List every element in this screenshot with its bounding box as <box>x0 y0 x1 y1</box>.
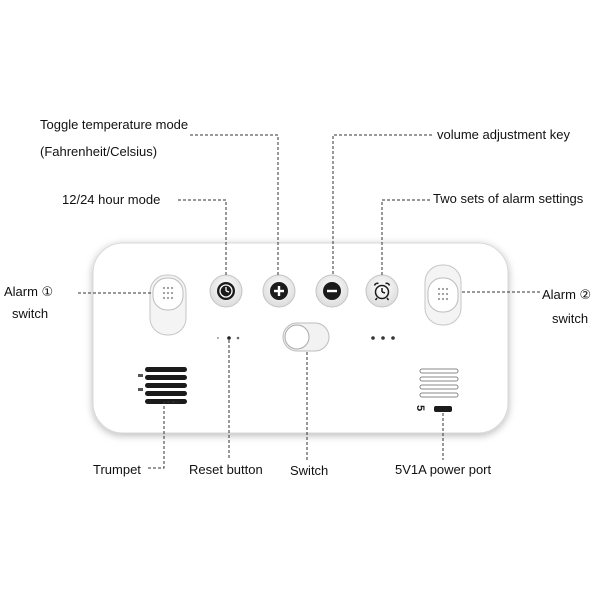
minus-icon <box>323 282 341 300</box>
indicator-dots <box>371 336 395 340</box>
minus-button[interactable] <box>315 274 349 308</box>
clock-icon <box>217 282 235 300</box>
power-port: 5 <box>414 405 452 412</box>
reset-button[interactable] <box>217 336 240 340</box>
label-reset-button: Reset button <box>189 462 263 477</box>
label-alarm2-line1: Alarm ② <box>542 287 592 302</box>
plus-icon <box>270 282 288 300</box>
alarm2-slide-switch[interactable] <box>424 264 462 326</box>
vent-grille <box>419 368 459 398</box>
hour-mode-button[interactable] <box>209 274 243 308</box>
label-switch: Switch <box>290 463 329 478</box>
label-two-alarm-sets: Two sets of alarm settings <box>433 191 584 206</box>
label-power-port: 5V1A power port <box>395 462 492 477</box>
speaker-grille <box>138 367 187 404</box>
leader-hour-mode <box>178 199 227 276</box>
label-trumpet: Trumpet <box>93 462 141 477</box>
alarm-settings-button[interactable] <box>365 274 399 308</box>
label-alarm1-line2: switch <box>12 306 49 321</box>
label-toggle-temp-line2: (Fahrenheit/Celsius) <box>40 144 158 159</box>
leader-trumpet <box>148 401 178 469</box>
alarm-clock-icon <box>373 282 391 301</box>
leader-toggle-temp <box>190 134 279 276</box>
alarm1-slide-switch[interactable] <box>149 274 187 336</box>
label-alarm1-line1: Alarm ① <box>4 284 54 299</box>
label-toggle-temp-line1: Toggle temperature mode <box>40 117 189 132</box>
label-alarm2-line2: switch <box>552 311 589 326</box>
plus-button[interactable] <box>262 274 296 308</box>
leader-alarm-sets <box>381 199 430 276</box>
center-slide-switch[interactable] <box>282 322 330 352</box>
leader-volume <box>332 134 432 276</box>
label-volume-key: volume adjustment key <box>437 127 570 142</box>
port-mark: 5 <box>414 405 426 411</box>
leader-lines <box>78 134 540 469</box>
label-hour-mode: 12/24 hour mode <box>62 192 161 207</box>
